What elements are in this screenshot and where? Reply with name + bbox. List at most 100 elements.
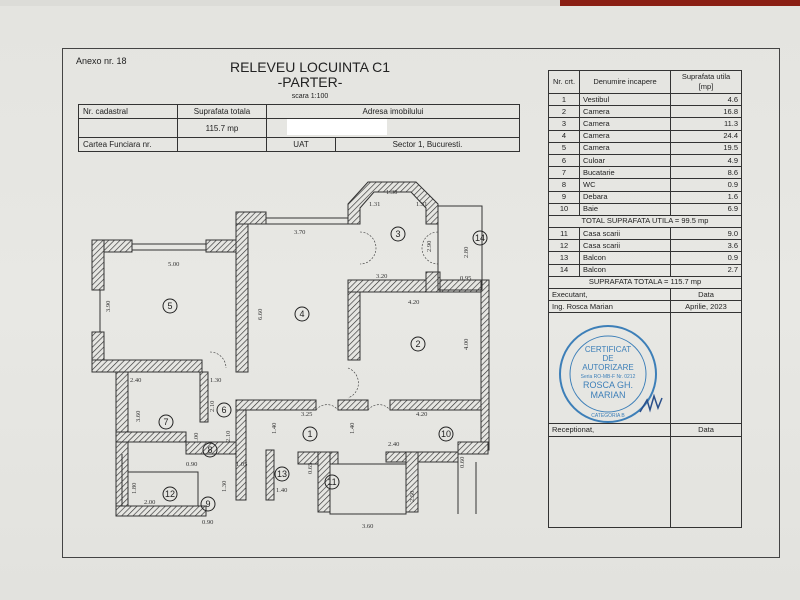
room-name: Balcon xyxy=(579,251,671,265)
room-area: 0.9 xyxy=(670,178,742,192)
walls xyxy=(91,181,490,517)
room-number: 3 xyxy=(395,229,400,239)
room-name: Balcon xyxy=(579,263,671,277)
room-area: 4.9 xyxy=(670,153,742,168)
dim: 0.65 xyxy=(307,463,314,474)
total-area: SUPRAFATA TOTALA = 115.7 mp xyxy=(548,275,742,290)
dim: 2.80 xyxy=(463,247,470,258)
uat-label: UAT xyxy=(266,137,336,152)
stamp-line: CERTIFICAT xyxy=(585,345,631,354)
dim: 0.60 xyxy=(459,457,466,468)
room-nr: 11 xyxy=(548,227,580,241)
room-number: 9 xyxy=(205,499,210,509)
stamp-category: CATEGORIA B xyxy=(591,413,625,419)
total-area-label: Suprafata totala xyxy=(177,104,267,119)
room-name: WC xyxy=(579,178,671,192)
room-number: 14 xyxy=(475,233,485,243)
room-area: 3.6 xyxy=(670,239,742,253)
date-label: Data xyxy=(670,287,742,302)
room-name: Debara xyxy=(579,190,671,204)
rooms-table: Nr. crt. Denumire incapere Suprafata uti… xyxy=(548,70,742,528)
room-name: Camera xyxy=(579,117,671,131)
room-nr: 8 xyxy=(548,178,580,192)
dim: 2.10 xyxy=(225,431,232,442)
table-background xyxy=(560,0,800,8)
dim: 2.40 xyxy=(130,377,141,384)
room-nr: 4 xyxy=(548,129,580,143)
door-swings xyxy=(209,231,439,411)
room-marker-circle xyxy=(274,466,290,482)
room-area: 9.0 xyxy=(670,227,742,241)
cadastral-label: Nr. cadastral xyxy=(78,104,178,119)
stamp-line: MARIAN xyxy=(590,390,625,400)
room-name: Camera xyxy=(579,129,671,143)
received-date-label: Data xyxy=(670,423,742,437)
total-useful: TOTAL SUPRAFATA UTILA = 99.5 mp xyxy=(548,214,742,229)
dim: 1.80 xyxy=(131,483,138,494)
stamp-line: AUTORIZARE xyxy=(582,363,633,372)
dim: 1.00 xyxy=(193,433,200,444)
dim: 0.90 xyxy=(202,519,213,526)
room-nr: 14 xyxy=(548,263,580,277)
document-title: RELEVEU LOCUINTA C1 -PARTER- xyxy=(200,60,420,90)
room-name: Camera xyxy=(579,105,671,119)
land-book-value xyxy=(177,137,267,152)
dim: 1.31 xyxy=(369,201,380,208)
room-nr: 2 xyxy=(548,105,580,119)
room-nr: 7 xyxy=(548,166,580,180)
room-marker-circle xyxy=(294,306,310,322)
dim: 5.00 xyxy=(168,261,179,268)
room-area: 4.6 xyxy=(670,92,742,107)
dim: 0.95 xyxy=(460,275,471,282)
room-area: 11.3 xyxy=(670,117,742,131)
dim: 3.60 xyxy=(362,523,373,530)
room-area: 24.4 xyxy=(670,129,742,143)
dim: 0.90 xyxy=(186,461,197,468)
dim: 3.25 xyxy=(301,411,312,418)
property-info-table: Nr. cadastral Suprafata totala Adresa im… xyxy=(78,104,520,152)
dim: 1.31 xyxy=(416,201,427,208)
dim: 4.20 xyxy=(416,411,427,418)
room-nr: 1 xyxy=(548,92,580,107)
land-book-label: Cartea Funciara nr. xyxy=(78,137,178,152)
dim: 4.20 xyxy=(408,299,419,306)
room-area: 8.6 xyxy=(670,166,742,180)
dim: 1.40 xyxy=(349,423,356,434)
dim: 4.00 xyxy=(463,339,470,350)
room-nr: 6 xyxy=(548,153,580,168)
room-nr: 13 xyxy=(548,251,580,265)
room-nr: 12 xyxy=(548,239,580,253)
room-area: 16.8 xyxy=(670,105,742,119)
room-name: Camera xyxy=(579,141,671,155)
room-number: 6 xyxy=(221,405,226,415)
plan-lines xyxy=(99,205,483,515)
room-nr: 9 xyxy=(548,190,580,204)
room-marker-circle xyxy=(216,402,232,418)
stamp-line: ROSCA GH. xyxy=(583,380,633,390)
signature xyxy=(639,393,663,413)
room-marker-circle xyxy=(472,230,488,246)
room-number: 10 xyxy=(441,429,451,439)
dim: 2.10 xyxy=(209,401,216,412)
dim: 1.40 xyxy=(271,423,278,434)
room-marker-circle xyxy=(162,486,178,502)
room-area: 19.5 xyxy=(670,141,742,155)
room-number: 8 xyxy=(207,445,212,455)
room-area: 2.7 xyxy=(670,263,742,277)
dimension-labels: 5.00 3.90 3.70 6.60 1.31 1.30 1.31 2.90 … xyxy=(105,189,471,530)
room-name: Bucatarie xyxy=(579,166,671,180)
scale-label: scara 1:100 xyxy=(291,93,329,100)
dim: 2.00 xyxy=(144,499,155,506)
room-number: 1 xyxy=(307,429,312,439)
room-area: 1.6 xyxy=(670,190,742,204)
stamp-line: DE xyxy=(602,354,613,363)
room-name: Vestibul xyxy=(579,92,671,107)
uat-value: Sector 1, Bucuresti. xyxy=(335,137,520,152)
